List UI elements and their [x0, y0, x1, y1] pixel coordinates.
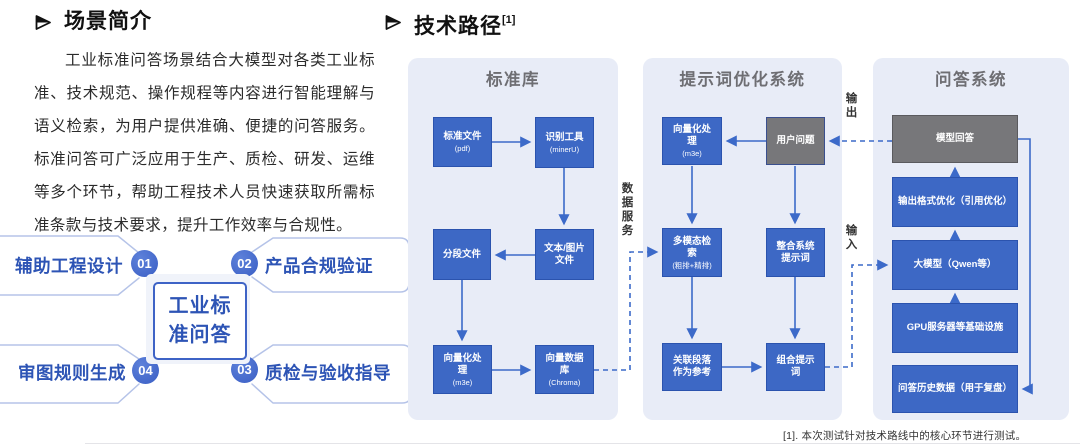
- flow-label-input: 输入: [845, 225, 858, 251]
- badge-number-02: 02: [231, 250, 258, 277]
- flow-node-label: 识别工具: [545, 131, 584, 143]
- tech-route-footnote-ref: [1]: [502, 14, 516, 26]
- panel-title-prompt-optimization: 提示词优化系统: [679, 71, 806, 89]
- badge-number-01: 01: [131, 250, 158, 277]
- flow-node-combined-prompt: 组合提示词: [766, 343, 825, 391]
- badge-label-product-compliance: 产品合规验证: [265, 256, 373, 276]
- tech-route-title-text: 技术路径: [414, 15, 502, 38]
- flow-node-label: 模型回答: [935, 133, 974, 144]
- flow-node-segmented-file: 分段文件: [433, 229, 491, 280]
- flow-node-label: 向量数据库: [545, 352, 584, 376]
- flow-node-sublabel: (粗排+精排): [672, 260, 712, 270]
- center-box-line2: 准问答: [168, 324, 232, 346]
- bracket-bottom-left-upper: [0, 344, 140, 360]
- flow-node-related-paragraph-reference: 关联段落作为参考: [662, 343, 722, 391]
- flow-node-label: 大模型（Qwen等）: [913, 259, 997, 270]
- flow-node-llm-qwen: 大模型（Qwen等）: [892, 240, 1018, 290]
- panel-title-standard-library: 标准库: [486, 71, 540, 89]
- flow-node-sublabel: (minerU): [549, 144, 580, 154]
- bracket-top-left-lower: [0, 277, 140, 296]
- flow-node-sublabel: (m3e): [452, 377, 473, 387]
- flow-node-label: 标准文件: [443, 131, 482, 142]
- panel-title-qa-system: 问答系统: [935, 71, 1007, 89]
- flow-node-label: 文本/图片文件: [544, 242, 585, 266]
- flow-node-sublabel: (m3e): [682, 149, 702, 158]
- flow-node-label: 用户问题: [776, 135, 815, 146]
- flow-node-integrated-system-prompt: 整合系统提示词: [766, 228, 825, 277]
- flow-node-sublabel: (Chroma): [548, 377, 581, 387]
- scene-intro-paragraph: 工业标准问答场景结合大模型对各类工业标准、技术规范、操作规程等内容进行智能理解与…: [34, 52, 375, 234]
- badge-label-drawing-review-rules: 审图规则生成: [18, 363, 126, 383]
- bottom-divider: [85, 443, 1080, 444]
- bracket-bottom-right-lower: [251, 383, 412, 404]
- flow-node-label: GPU服务器等基础设施: [906, 322, 1004, 333]
- flow-node-multimodal-retrieval: 多模态检索 (粗排+精排): [662, 228, 722, 277]
- flow-node-label: 问答历史数据（用于复盘）: [897, 383, 1012, 394]
- flow-node-label: 输出格式优化（引用优化）: [897, 196, 1012, 207]
- badge-label-aux-engineering-design: 辅助工程设计: [15, 256, 123, 276]
- bracket-top-right-lower: [251, 276, 410, 293]
- flow-node-standard-file-pdf: 标准文件 (pdf): [433, 117, 492, 167]
- flow-node-qa-history-data: 问答历史数据（用于复盘）: [892, 365, 1018, 413]
- flow-node-label: 向量化处理: [672, 124, 711, 147]
- flow-node-vectorization-m3e: 向量化处理 (m3e): [433, 345, 492, 394]
- bracket-bottom-left-lower: [0, 383, 140, 404]
- industrial-standard-qa-box: 工业标 准问答: [153, 282, 247, 360]
- flow-node-label: 关联段落作为参考: [672, 355, 711, 378]
- scene-intro-heading: 场景简介: [35, 10, 152, 34]
- footnote: [1]. 本次测试针对技术路线中的核心环节进行测试。: [783, 430, 1027, 442]
- flow-node-label: 向量化处理: [443, 352, 482, 376]
- flow-node-model-answer: 模型回答: [892, 115, 1018, 163]
- flow-node-text-image-file: 文本/图片文件: [535, 229, 594, 280]
- flow-node-vector-db-chroma: 向量数据库 (Chroma): [535, 345, 594, 394]
- flow-node-label: 多模态检索: [672, 235, 711, 259]
- bracket-bottom-right-upper: [251, 344, 412, 360]
- flow-node-recognition-tool-mineru: 识别工具 (minerU): [535, 117, 594, 168]
- badge-label-quality-acceptance: 质检与验收指导: [265, 363, 391, 383]
- flow-label-output: 输出: [845, 93, 858, 119]
- flow-node-user-question: 用户问题: [766, 117, 825, 165]
- tech-route-heading: 技术路径[1]: [385, 10, 515, 39]
- flow-node-gpu-infrastructure: GPU服务器等基础设施: [892, 303, 1018, 353]
- arrow-bullet-icon: [385, 15, 401, 30]
- flow-node-output-format-optimization: 输出格式优化（引用优化）: [892, 177, 1018, 227]
- flow-node-label: 组合提示词: [776, 355, 815, 378]
- flow-node-label: 分段文件: [442, 248, 481, 260]
- flow-label-data-service: 数据服务: [621, 183, 634, 237]
- arrow-bullet-icon: [35, 15, 51, 30]
- scene-intro-title: 场景简介: [64, 10, 152, 33]
- flow-node-vectorization-m3e-2: 向量化处理 (m3e): [662, 117, 722, 165]
- center-box-line1: 工业标: [168, 295, 232, 317]
- flow-node-sublabel: (pdf): [454, 144, 471, 153]
- tech-route-title: 技术路径[1]: [414, 10, 515, 39]
- flow-node-label: 整合系统提示词: [776, 240, 815, 264]
